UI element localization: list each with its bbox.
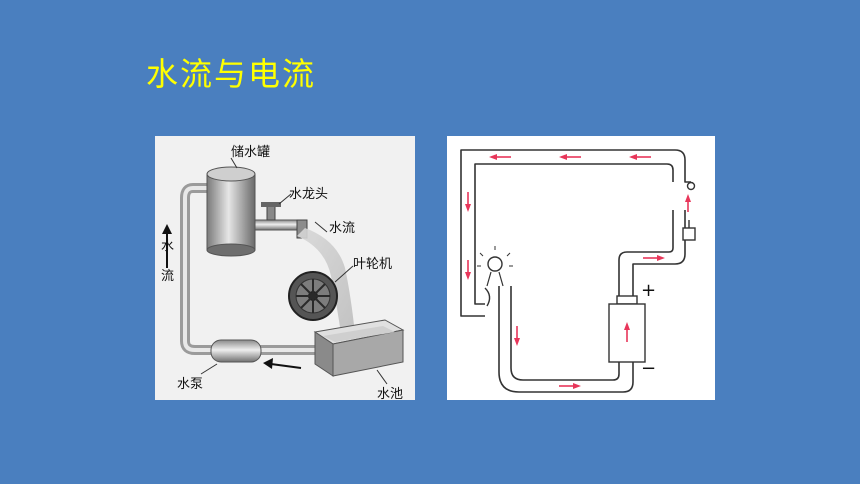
switch: [682, 181, 696, 241]
battery-plus-label: +: [641, 280, 656, 301]
current-arrow-switch: [685, 194, 691, 212]
current-arrow-top-3: [629, 154, 651, 160]
water-flow-diagram: 储水罐 水龙头 水流 叶轮机 水 流 水泵 水池: [155, 136, 415, 400]
current-arrow-top-2: [559, 154, 581, 160]
impeller: [288, 271, 338, 321]
label-faucet: 水龙头: [289, 187, 328, 202]
current-arrow-top-1: [489, 154, 511, 160]
flow-left-arrow: [263, 358, 302, 369]
label-impeller: 叶轮机: [353, 257, 392, 272]
label-pool: 水池: [377, 387, 403, 400]
circuit-diagram: + −: [447, 136, 715, 400]
wire-outer: [460, 149, 691, 317]
flow-up-arrow: [162, 224, 172, 268]
wire-inner: [474, 163, 674, 305]
label-flow-vertical-1: 水: [161, 239, 174, 254]
label-flow-vertical-2: 流: [161, 269, 174, 284]
current-arrow-bottom: [559, 383, 581, 389]
water-pump: [210, 339, 262, 363]
current-arrow-right: [643, 255, 665, 261]
water-pool: [313, 319, 405, 377]
current-arrow-down: [514, 326, 520, 346]
storage-tank: [206, 166, 256, 257]
faucet: [254, 202, 308, 239]
label-pump: 水泵: [177, 377, 203, 392]
slide-title: 水流与电流: [146, 55, 317, 93]
label-tank: 储水罐: [231, 145, 270, 160]
current-arrow-battery: [624, 322, 630, 342]
light-bulb: [477, 246, 513, 307]
current-arrow-left-1: [465, 192, 471, 212]
label-flow: 水流: [329, 221, 355, 236]
current-arrow-left-2: [465, 260, 471, 280]
water-stream: [297, 228, 355, 334]
battery-minus-label: −: [641, 358, 656, 379]
